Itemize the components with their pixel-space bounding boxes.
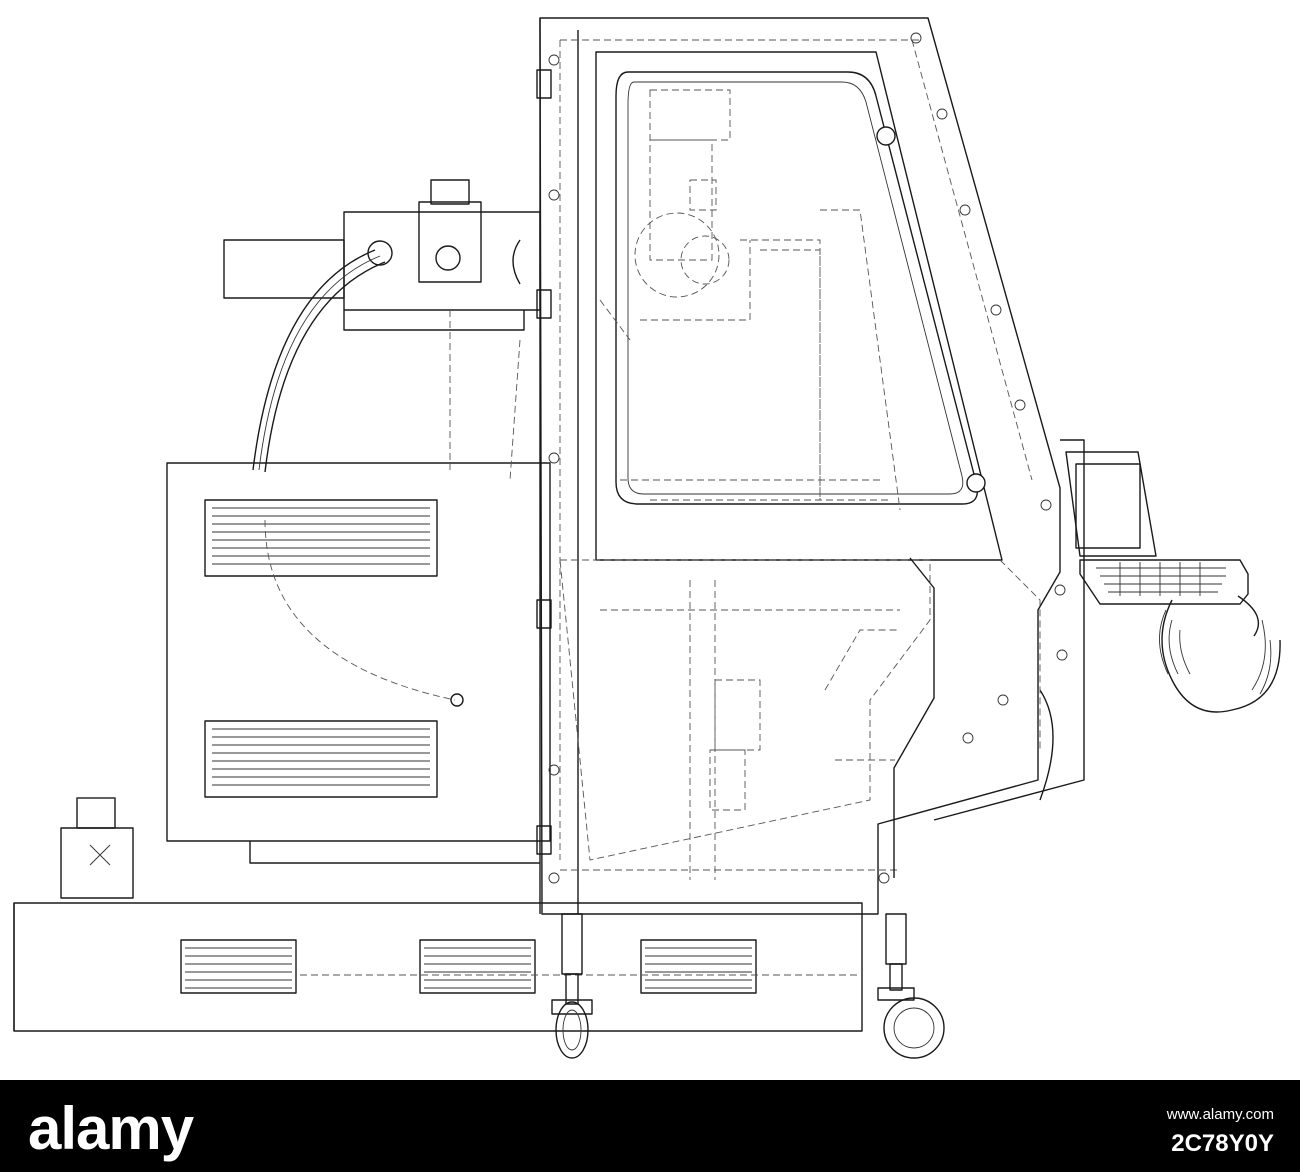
coolant-canister bbox=[60, 797, 134, 899]
machine-wireframe-drawing bbox=[13, 17, 1281, 1059]
image-id-label: 2C78Y0Y bbox=[1171, 1130, 1274, 1157]
lower-column bbox=[559, 557, 935, 880]
internal-spindle bbox=[599, 89, 901, 511]
watermark-brand-logo: alamy bbox=[28, 1095, 194, 1162]
control-pendant bbox=[1065, 451, 1260, 637]
electrical-cabinet bbox=[166, 462, 551, 864]
caster-wheel-left bbox=[551, 913, 593, 1059]
window-door bbox=[595, 51, 1003, 561]
base-plinth bbox=[13, 902, 863, 1032]
cable-hose bbox=[252, 249, 386, 473]
caster-wheel-right bbox=[877, 913, 945, 1059]
coiled-cable bbox=[1159, 599, 1281, 713]
spindle-head bbox=[223, 179, 541, 481]
cabinet-vent-slats bbox=[212, 507, 430, 786]
frame-rivets bbox=[548, 32, 1068, 884]
enclosure-frame bbox=[536, 17, 1068, 915]
site-url-label: www.alamy.com bbox=[1166, 1106, 1274, 1123]
side-panel bbox=[933, 439, 1085, 821]
watermark-banner: alamy 2C78Y0Y www.alamy.com bbox=[0, 1080, 1300, 1172]
base-vent-slats bbox=[185, 947, 752, 989]
